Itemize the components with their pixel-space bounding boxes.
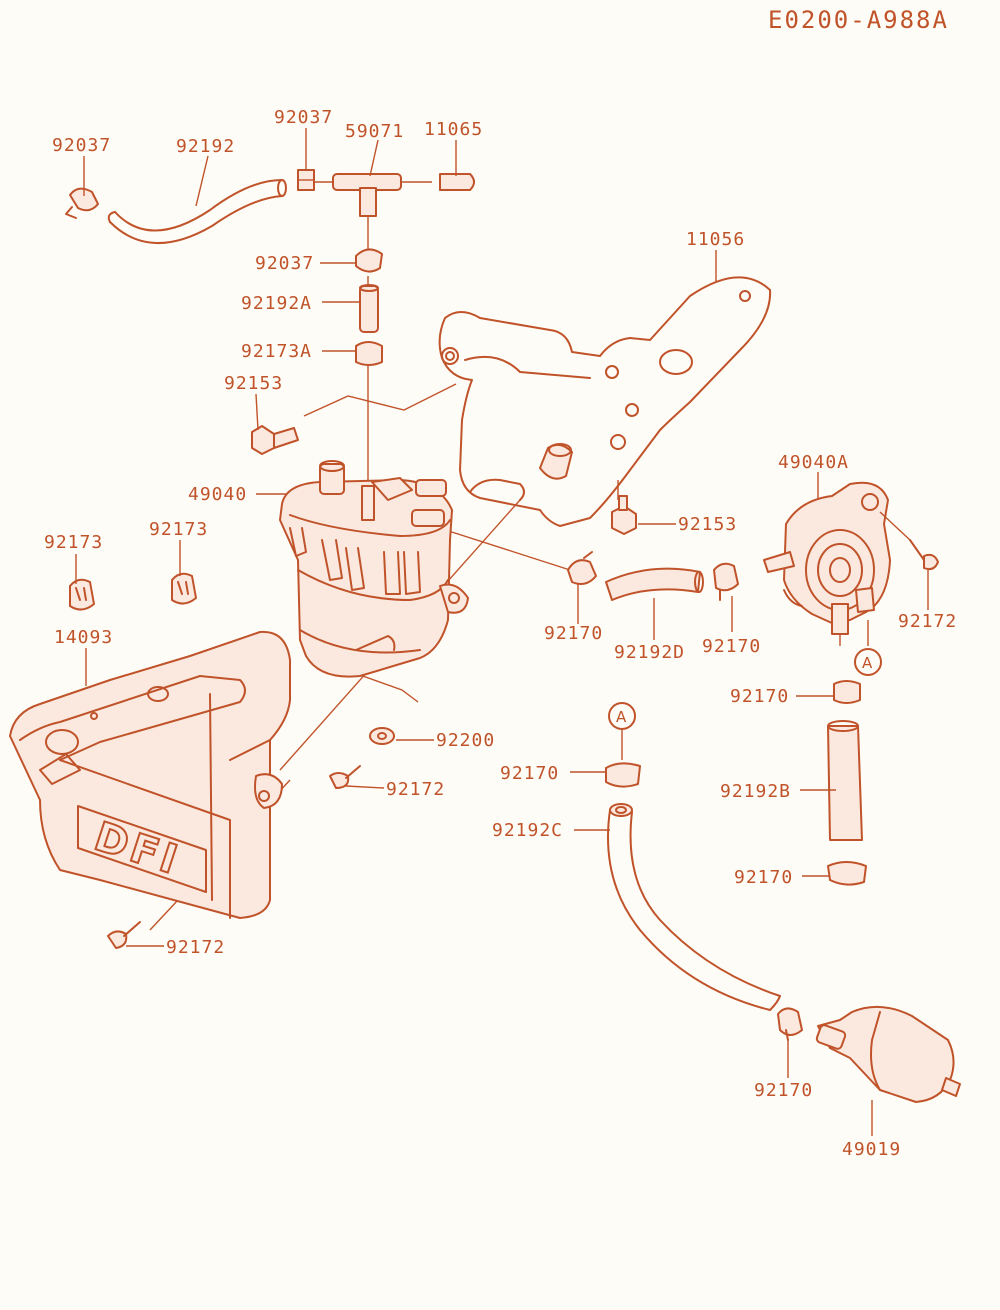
ref-mark-a-upper-letter: A [862,654,873,672]
label-11056: 11056 [686,229,745,250]
leader-lines [75,128,929,1136]
label-92170-c: 92170 [730,686,789,707]
label-92153-left: 92153 [224,373,283,394]
label-49019: 49019 [842,1139,901,1160]
clamp-92170-e [827,861,867,886]
screw-92172-mid [329,765,361,789]
hose-92192d [605,567,704,601]
fuel-pump-module-49040 [279,460,469,678]
label-92170-f: 92170 [754,1080,813,1101]
label-92170-e: 92170 [734,867,793,888]
label-92037-mid: 92037 [255,253,314,274]
label-92192a: 92192A [241,293,312,314]
label-59071: 59071 [345,121,404,142]
label-92192c: 92192C [492,820,563,841]
hose-92192b [827,720,863,841]
label-92037-top: 92037 [274,107,333,128]
ref-mark-a-lower: A [608,702,636,730]
bracket-11056 [438,276,772,527]
label-92170-d: 92170 [500,763,559,784]
label-92192b: 92192B [720,781,791,802]
diagram-code: E0200-A988A [768,6,949,34]
washer-92200 [369,727,395,745]
clamp-92170-d [605,730,641,788]
label-92170-a: 92170 [544,623,603,644]
label-49040a: 49040A [778,452,849,473]
screw-92172-right [879,511,939,571]
label-92037-top-left: 92037 [52,135,111,156]
label-92192d: 92192D [614,642,685,663]
part-labels: 92037 92192 92037 59071 11065 92037 9219… [44,107,957,1160]
hose-92192c [607,803,781,1011]
label-92192: 92192 [176,136,235,157]
clamp-92170-f [777,1007,803,1041]
pump-49040a [763,481,891,646]
label-92200: 92200 [436,730,495,751]
clamp-92170-c [833,680,861,704]
bolt-92153-right [611,495,637,535]
label-92173a: 92173A [241,341,312,362]
ref-mark-a-upper: A [854,648,882,676]
fuel-filter-49019 [815,1005,961,1103]
label-14093: 14093 [54,627,113,648]
label-49040: 49040 [188,484,247,505]
label-92172-mid: 92172 [386,779,445,800]
bolt-92153-left [251,425,299,455]
label-92170-b: 92170 [702,636,761,657]
clamp-92170-a [567,551,597,585]
label-92153-right: 92153 [678,514,737,535]
label-92173-right: 92173 [149,519,208,540]
screw-92172-bottom [107,921,141,949]
vent-hose-assembly [65,169,475,482]
label-92172-bottom: 92172 [166,937,225,958]
clip-92173-left [69,578,95,611]
label-92173-left: 92173 [44,532,103,553]
ref-mark-a-lower-letter: A [616,708,627,726]
cover-14093: DFI [9,630,291,919]
label-92172-right: 92172 [898,611,957,632]
label-11065: 11065 [424,119,483,140]
clip-92173-right [171,572,197,605]
clamp-92170-b [713,562,739,601]
